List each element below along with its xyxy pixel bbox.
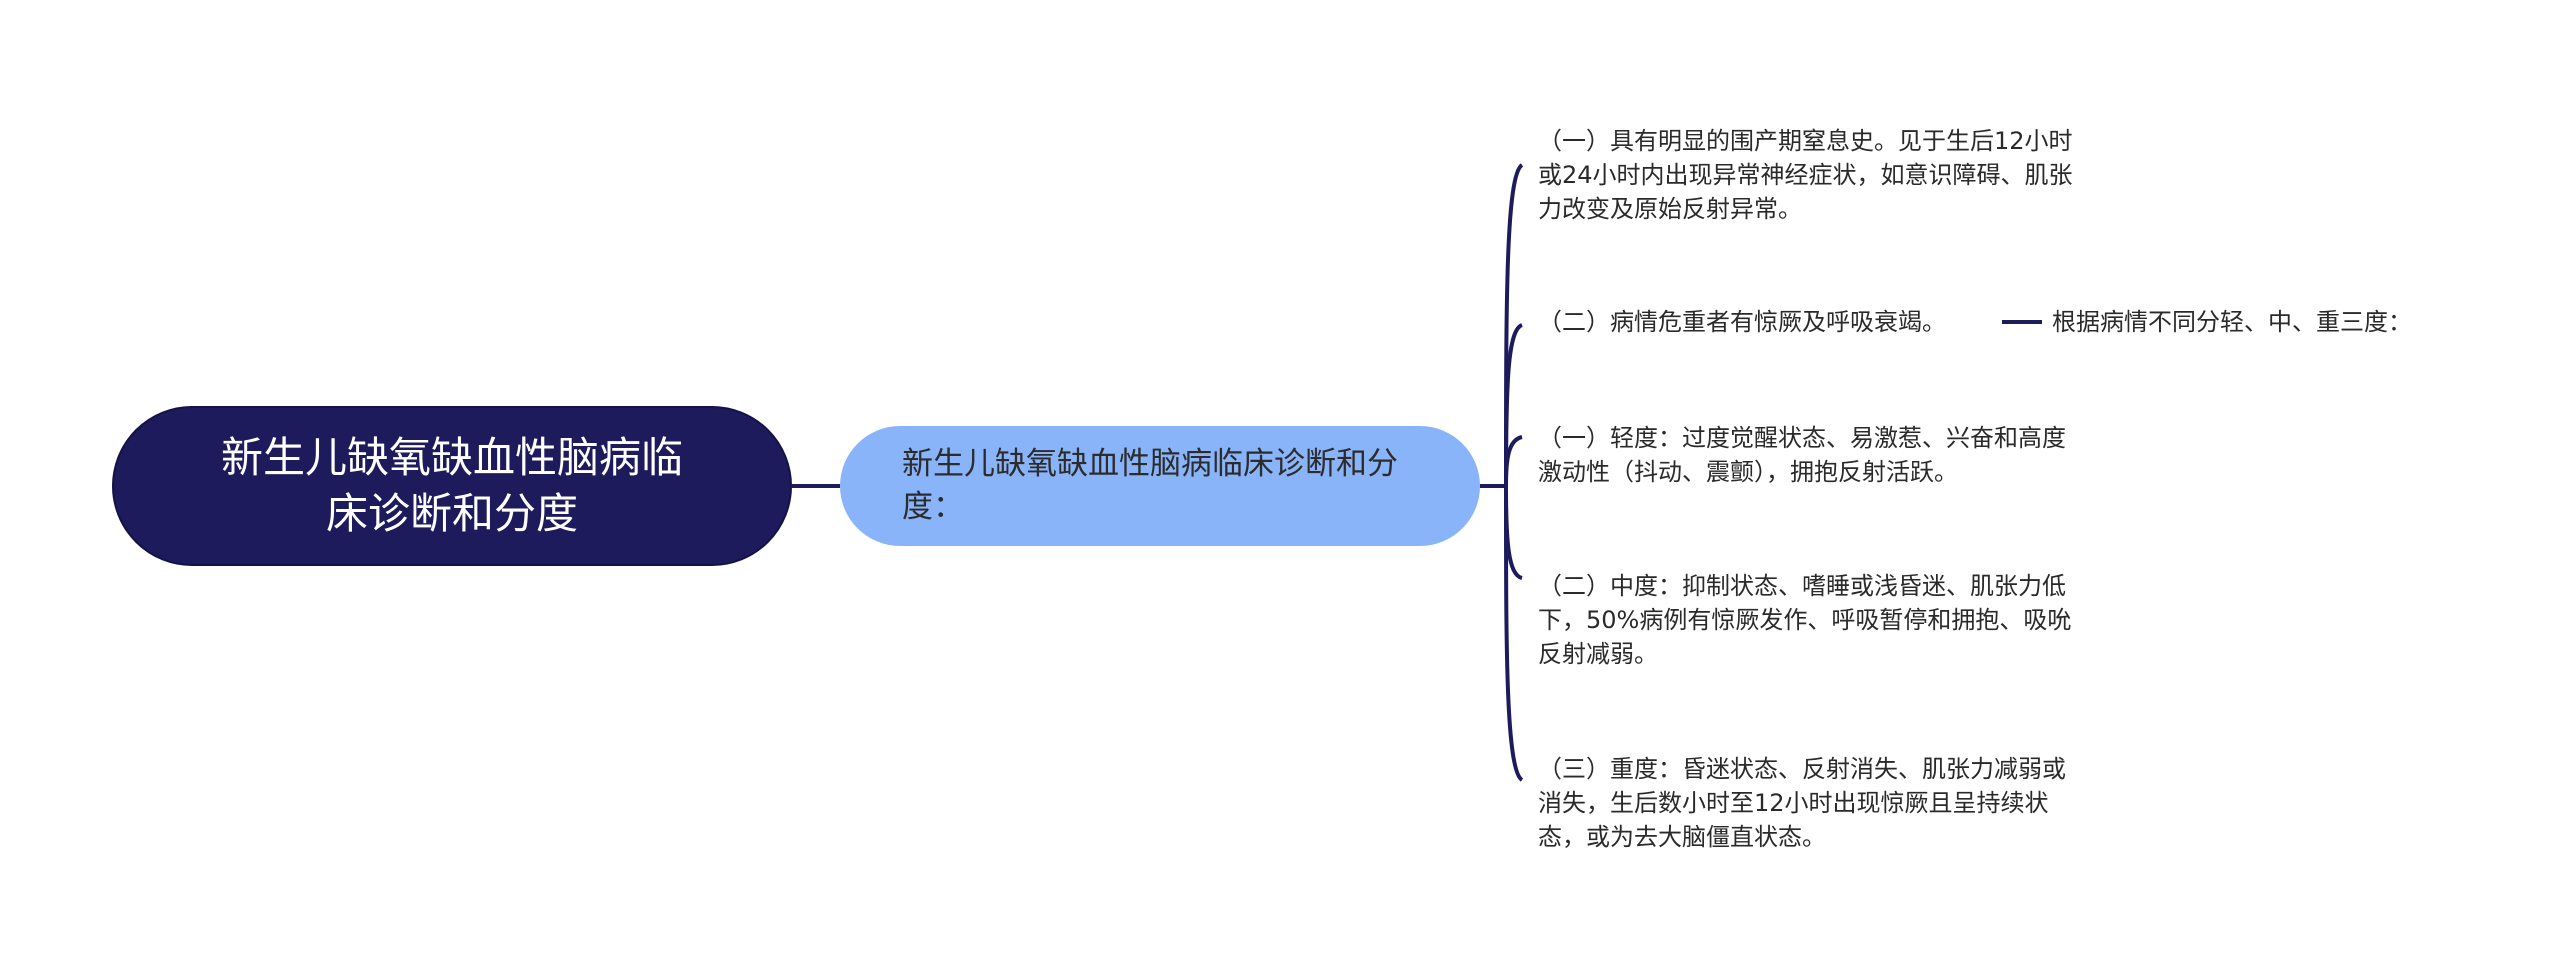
- subtopic-severity-grading[interactable]: 根据病情不同分轻、中、重三度：: [2052, 305, 2412, 339]
- subtopic-critical-cases[interactable]: （二）病情危重者有惊厥及呼吸衰竭。: [1538, 305, 1998, 339]
- subtopic-label: （二）中度：抑制状态、嗜睡或浅昏迷、肌张力低下，50%病例有惊厥发作、呼吸暂停和…: [1538, 572, 2072, 668]
- subtopic-label: （一）轻度：过度觉醒状态、易激惹、兴奋和高度激动性（抖动、震颤），拥抱反射活跃。: [1538, 424, 2066, 486]
- subtopic-moderate[interactable]: （二）中度：抑制状态、嗜睡或浅昏迷、肌张力低下，50%病例有惊厥发作、呼吸暂停和…: [1538, 569, 2078, 671]
- root-topic-label: 新生儿缺氧缺血性脑病临床诊断和分度: [220, 433, 683, 538]
- subtopic-label: 根据病情不同分轻、中、重三度：: [2052, 308, 2412, 336]
- subtopic-mild[interactable]: （一）轻度：过度觉醒状态、易激惹、兴奋和高度激动性（抖动、震颤），拥抱反射活跃。: [1538, 421, 2078, 489]
- subtopic-label: （二）病情危重者有惊厥及呼吸衰竭。: [1538, 308, 1946, 336]
- subtopic-severe[interactable]: （三）重度：昏迷状态、反射消失、肌张力减弱或消失，生后数小时至12小时出现惊厥且…: [1538, 752, 2078, 854]
- subtopic-perinatal-asphyxia[interactable]: （一）具有明显的围产期窒息史。见于生后12小时或24小时内出现异常神经症状，如意…: [1538, 124, 2078, 226]
- branch-topic-label: 新生儿缺氧缺血性脑病临床诊断和分度：: [902, 446, 1398, 525]
- root-topic[interactable]: 新生儿缺氧缺血性脑病临床诊断和分度: [112, 406, 792, 566]
- branch-topic[interactable]: 新生儿缺氧缺血性脑病临床诊断和分度：: [840, 426, 1480, 546]
- subtopic-label: （三）重度：昏迷状态、反射消失、肌张力减弱或消失，生后数小时至12小时出现惊厥且…: [1538, 755, 2066, 851]
- subtopic-label: （一）具有明显的围产期窒息史。见于生后12小时或24小时内出现异常神经症状，如意…: [1538, 127, 2073, 223]
